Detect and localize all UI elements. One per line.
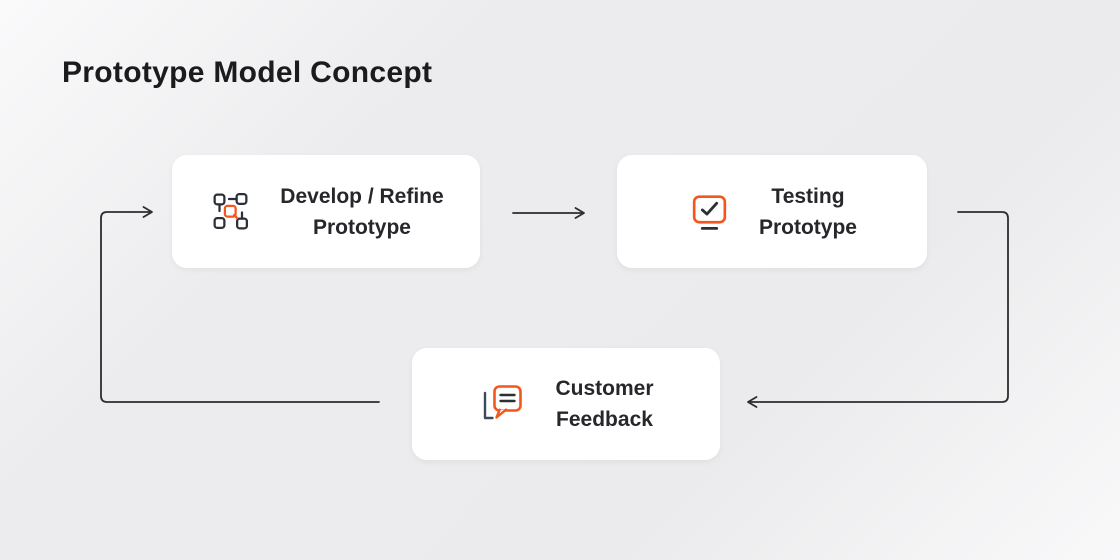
arrow-feedback-to-develop bbox=[100, 206, 380, 403]
arrow-develop-to-testing bbox=[512, 207, 585, 219]
node-label-line2: Prototype bbox=[758, 215, 857, 239]
workflow-nodes-icon bbox=[208, 189, 253, 234]
chat-feedback-icon bbox=[478, 381, 528, 427]
monitor-check-icon bbox=[687, 189, 732, 234]
node-label-line2: Feedback bbox=[556, 408, 653, 431]
node-develop-refine-prototype: Develop / Refine Prototype bbox=[172, 155, 480, 268]
node-label: Develop / Refine Prototype bbox=[280, 181, 443, 243]
node-label-line2: Prototype bbox=[312, 215, 411, 239]
arrow-testing-to-feedback bbox=[747, 211, 1009, 408]
node-label-line1: Develop / Refine bbox=[280, 184, 444, 208]
node-label-line1: Testing bbox=[771, 184, 845, 208]
page-title: Prototype Model Concept bbox=[62, 56, 433, 89]
node-label: Customer Feedback bbox=[555, 373, 653, 435]
node-customer-feedback: Customer Feedback bbox=[412, 348, 720, 460]
node-testing-prototype: Testing Prototype bbox=[617, 155, 927, 268]
node-label: Testing Prototype bbox=[759, 181, 857, 243]
node-label-line1: Customer bbox=[555, 377, 654, 400]
